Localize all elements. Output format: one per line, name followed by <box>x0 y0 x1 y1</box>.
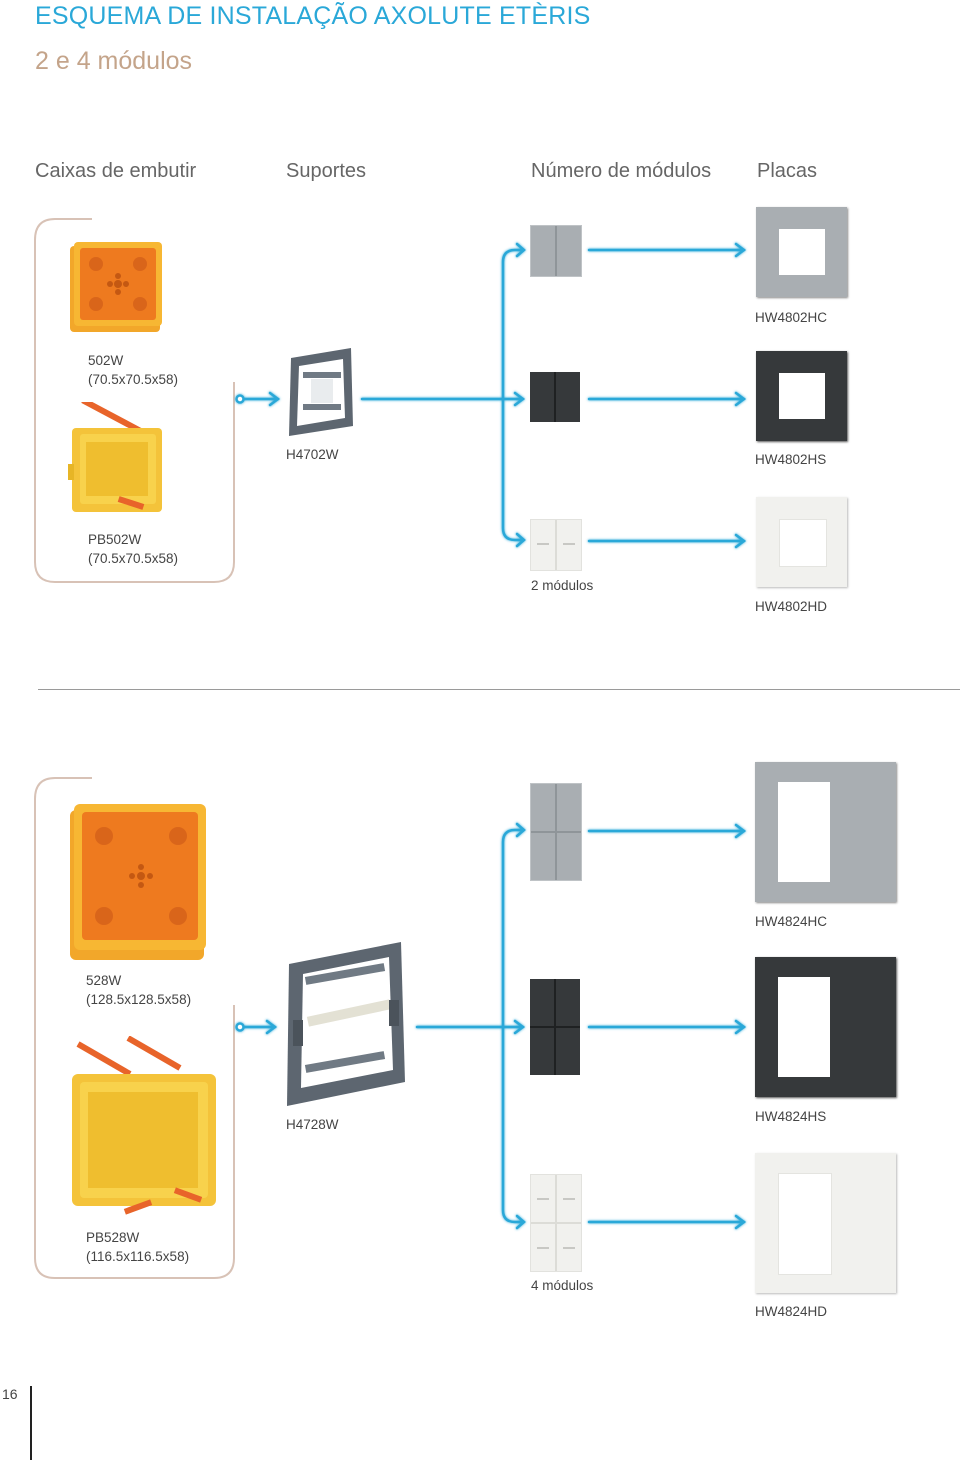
box-pb528w-dims: (116.5x116.5x58) <box>86 1249 190 1264</box>
column-heading-plates: Placas <box>757 160 818 182</box>
box-502w-code: 502W <box>88 353 124 368</box>
plate-hw4802hd-image <box>756 497 847 587</box>
plate-hw4802hs-image <box>756 351 847 441</box>
column-heading-supports: Suportes <box>286 160 367 182</box>
box-pb502w-code: PB502W <box>88 532 142 547</box>
plate-hw4802hc-image <box>756 207 847 297</box>
modules-4-black-image <box>530 979 580 1075</box>
box-528w-dims: (128.5x128.5x58) <box>86 992 192 1007</box>
box-528w-code: 528W <box>86 973 122 988</box>
plate-hw4824hc-image <box>755 762 896 902</box>
box-pb528w-code: PB528W <box>86 1230 140 1245</box>
masonry-box-pb502w-image <box>68 402 162 512</box>
plate-hw4824hc-code: HW4824HC <box>755 914 828 929</box>
plate-hw4802hc-code: HW4802HC <box>755 310 828 325</box>
support-h4728w-code: H4728W <box>286 1117 339 1132</box>
modules-2-label: 2 módulos <box>531 578 594 593</box>
plate-hw4802hd-code: HW4802HD <box>755 599 828 614</box>
box-group-bracket <box>34 777 235 1279</box>
modules-4-label: 4 módulos <box>531 1278 594 1293</box>
box-pb502w-dims: (70.5x70.5x58) <box>88 551 179 566</box>
plate-hw4824hd-image <box>755 1153 896 1293</box>
box-502w-dims: (70.5x70.5x58) <box>88 372 179 387</box>
page-number: 16 <box>2 1386 18 1402</box>
section-divider <box>38 689 960 690</box>
page-title: ESQUEMA DE INSTALAÇÃO AXOLUTE ETÈRIS <box>35 2 591 30</box>
modules-2-black-image <box>530 372 580 422</box>
support-h4702w-image <box>289 348 353 436</box>
column-heading-modules: Número de módulos <box>531 160 712 182</box>
column-heading-boxes: Caixas de embutir <box>35 160 197 182</box>
plate-hw4824hs-code: HW4824HS <box>755 1109 827 1124</box>
flush-box-528w-image <box>70 804 206 960</box>
flush-box-502w-image <box>70 242 162 332</box>
modules-2-silver-image <box>530 225 582 277</box>
page-subtitle: 2 e 4 módulos <box>35 47 193 75</box>
masonry-box-pb528w-image <box>72 1036 216 1215</box>
page-number-bar <box>30 1386 32 1460</box>
modules-4-silver-image <box>530 783 582 881</box>
plate-hw4802hs-code: HW4802HS <box>755 452 827 467</box>
plate-hw4824hs-image <box>755 957 896 1097</box>
support-h4728w-image <box>287 942 405 1106</box>
plate-hw4824hd-code: HW4824HD <box>755 1304 828 1319</box>
modules-2-white-image <box>530 519 582 571</box>
modules-4-white-image <box>530 1174 582 1272</box>
support-h4702w-code: H4702W <box>286 447 339 462</box>
box-group-bracket <box>34 218 235 583</box>
